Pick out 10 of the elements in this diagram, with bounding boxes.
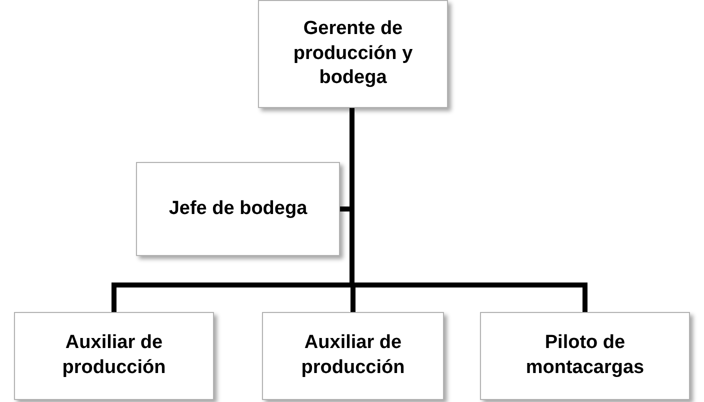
org-box <box>136 162 340 256</box>
role-label: Gerente de producción y bodega <box>292 16 414 90</box>
role-label: Piloto de montacargas <box>524 331 646 380</box>
role-label: Auxiliar de producción <box>61 331 167 380</box>
org-box <box>262 312 444 400</box>
org-box <box>258 0 448 108</box>
org-box <box>480 312 690 400</box>
org-box <box>14 312 214 400</box>
role-label: Auxiliar de producción <box>300 331 406 380</box>
role-label: Jefe de bodega <box>168 196 308 221</box>
